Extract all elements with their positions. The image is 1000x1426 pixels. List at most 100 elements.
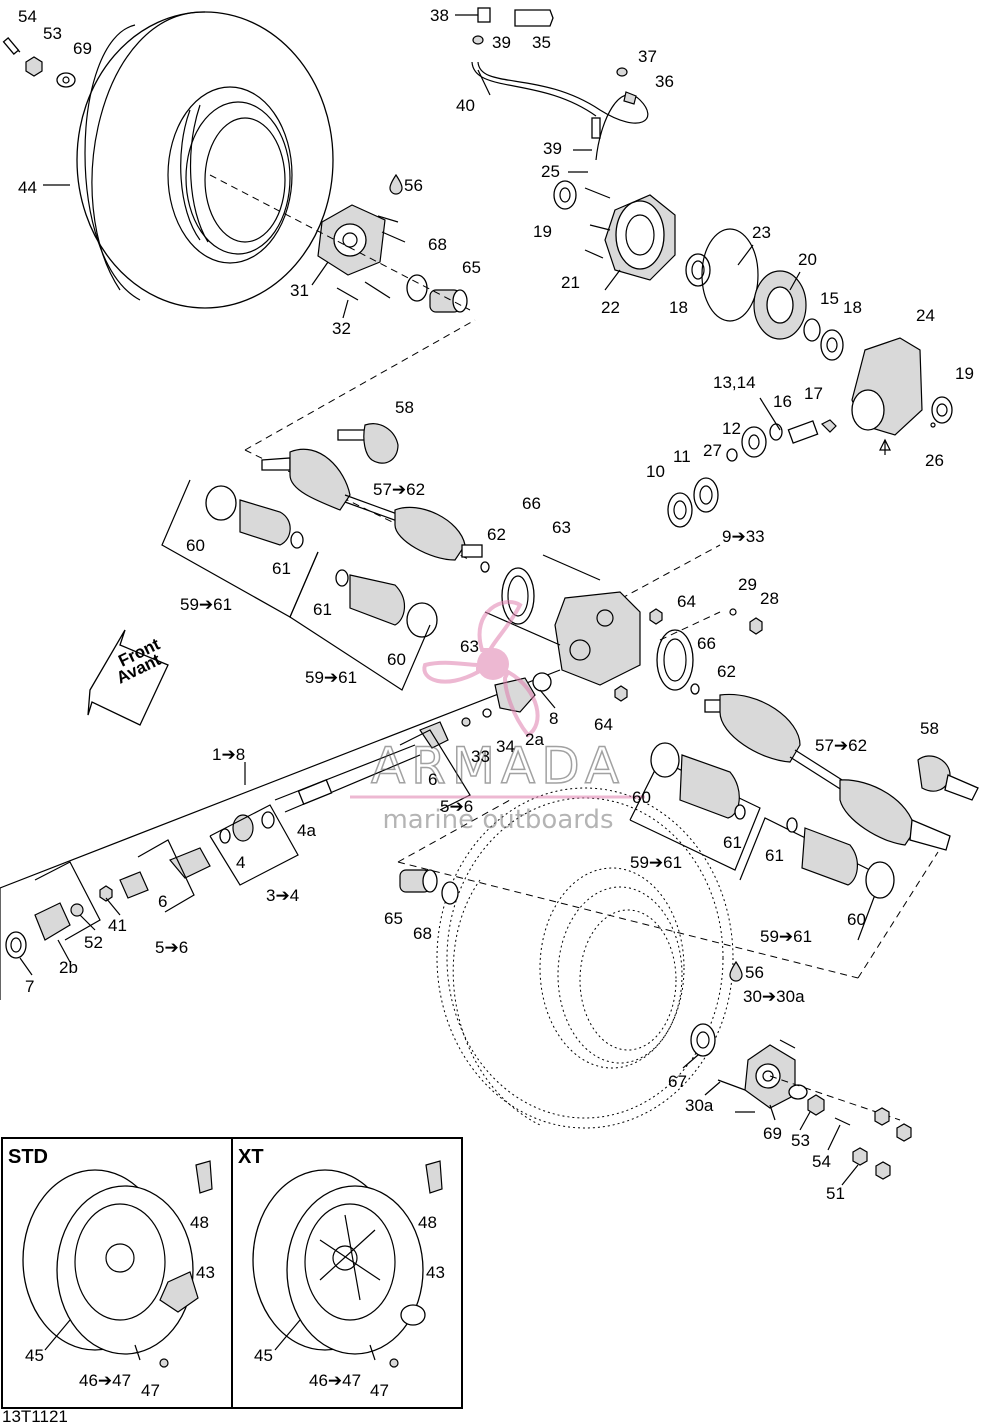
- label-59-61a: 59➔61: [180, 595, 232, 614]
- label-58b: 58: [920, 719, 939, 738]
- label-31: 31: [290, 281, 309, 300]
- label-18a: 18: [669, 298, 688, 317]
- label-9-33: 9➔33: [722, 527, 765, 546]
- bearing-lower: [399, 869, 459, 905]
- wheel-xt: [252, 1160, 443, 1368]
- propeller-shaft: [0, 669, 561, 959]
- gearbox-center: [484, 544, 763, 702]
- label-46-47b: 46➔47: [309, 1371, 361, 1390]
- label-58a: 58: [395, 398, 414, 417]
- oil-drop-icon: [729, 960, 743, 982]
- label-6b: 6: [158, 892, 167, 911]
- label-45a: 45: [25, 1346, 44, 1365]
- label-19a: 19: [533, 222, 552, 241]
- label-67: 67: [668, 1072, 687, 1091]
- oil-drop-icon: [389, 173, 403, 195]
- label-44: 44: [18, 178, 37, 197]
- label-52: 52: [84, 933, 103, 952]
- gearbox-cover: [553, 180, 844, 361]
- label-68a: 68: [428, 235, 447, 254]
- label-61a: 61: [272, 559, 291, 578]
- label-41: 41: [108, 916, 127, 935]
- label-61d: 61: [765, 846, 784, 865]
- label-11: 11: [673, 447, 691, 466]
- label-33: 33: [471, 747, 490, 766]
- label-56d: 56: [745, 963, 764, 982]
- label-30-30a: 30➔30a: [743, 987, 805, 1006]
- label-16: 16: [773, 392, 792, 411]
- label-29: 29: [738, 575, 757, 594]
- label-4: 4: [236, 853, 245, 872]
- drive-axle-lower: [650, 693, 979, 899]
- label-48a: 48: [190, 1213, 209, 1232]
- label-30a: 30a: [685, 1096, 714, 1115]
- pinion-parts: [667, 419, 837, 528]
- label-48b: 48: [418, 1213, 437, 1232]
- label-28: 28: [760, 589, 779, 608]
- label-57-62b: 57➔62: [815, 736, 867, 755]
- label-10: 10: [646, 462, 665, 481]
- label-59-61d: 59➔61: [760, 927, 812, 946]
- label-43a: 43: [196, 1263, 215, 1282]
- label-69b: 69: [763, 1124, 782, 1143]
- label-22: 22: [601, 298, 620, 317]
- differential-housing: [851, 337, 953, 455]
- label-13-14: 13,14: [713, 373, 756, 392]
- watermark: ARMADA marine outboards: [350, 600, 645, 835]
- label-3-4: 3➔4: [266, 886, 299, 905]
- label-5-6a: 5➔6: [440, 797, 473, 816]
- wheel-std: [22, 1160, 213, 1368]
- label-34: 34: [496, 737, 515, 756]
- label-68b: 68: [413, 924, 432, 943]
- tire-upper: [76, 11, 334, 309]
- label-26: 26: [925, 451, 944, 470]
- label-53a: 53: [43, 24, 62, 43]
- label-64b: 64: [594, 715, 613, 734]
- label-40: 40: [456, 96, 475, 115]
- watermark-tagline: marine outboards: [382, 805, 613, 835]
- xt-label: XT: [238, 1146, 264, 1168]
- label-69a: 69: [73, 39, 92, 58]
- label-8: 8: [549, 709, 558, 728]
- label-45b: 45: [254, 1346, 273, 1365]
- callout-boxes-left: [0, 479, 939, 1000]
- label-60b: 60: [387, 650, 406, 669]
- label-57-62a: 57➔62: [373, 480, 425, 499]
- label-64a: 64: [677, 592, 696, 611]
- wheel-hub-lower: [690, 1023, 912, 1180]
- label-51: 51: [826, 1184, 845, 1203]
- label-60c: 60: [632, 788, 651, 807]
- label-36: 36: [655, 72, 674, 91]
- label-25: 25: [541, 162, 560, 181]
- label-47b: 47: [370, 1381, 389, 1400]
- label-53b: 53: [791, 1131, 810, 1150]
- label-37: 37: [638, 47, 657, 66]
- label-66a: 66: [522, 494, 541, 513]
- watermark-brand: ARMADA: [371, 737, 625, 795]
- label-47a: 47: [141, 1381, 160, 1400]
- label-62a: 62: [487, 525, 506, 544]
- label-6a: 6: [428, 770, 437, 789]
- label-61c: 61: [723, 833, 742, 852]
- front-direction-badge: Front Avant: [87, 629, 169, 726]
- label-60d: 60: [847, 910, 866, 929]
- label-63a: 63: [552, 518, 571, 537]
- brake-line-assembly: [455, 7, 649, 161]
- label-32: 32: [332, 319, 351, 338]
- tire-lower: [436, 787, 734, 1129]
- label-56a: 56: [404, 176, 423, 195]
- label-4a: 4a: [297, 821, 316, 840]
- label-2b: 2b: [59, 958, 78, 977]
- leader-lines: [19, 69, 859, 1351]
- label-63b: 63: [460, 637, 479, 656]
- label-54a: 54: [18, 7, 37, 26]
- label-66b: 66: [697, 634, 716, 653]
- label-23: 23: [752, 223, 771, 242]
- label-2a: 2a: [525, 730, 544, 749]
- diagram-code: 13T1121: [2, 1407, 68, 1426]
- label-21: 21: [561, 273, 580, 292]
- label-15: 15: [820, 289, 839, 308]
- label-60a: 60: [186, 536, 205, 555]
- nut-and-washer-upper: [2, 37, 76, 88]
